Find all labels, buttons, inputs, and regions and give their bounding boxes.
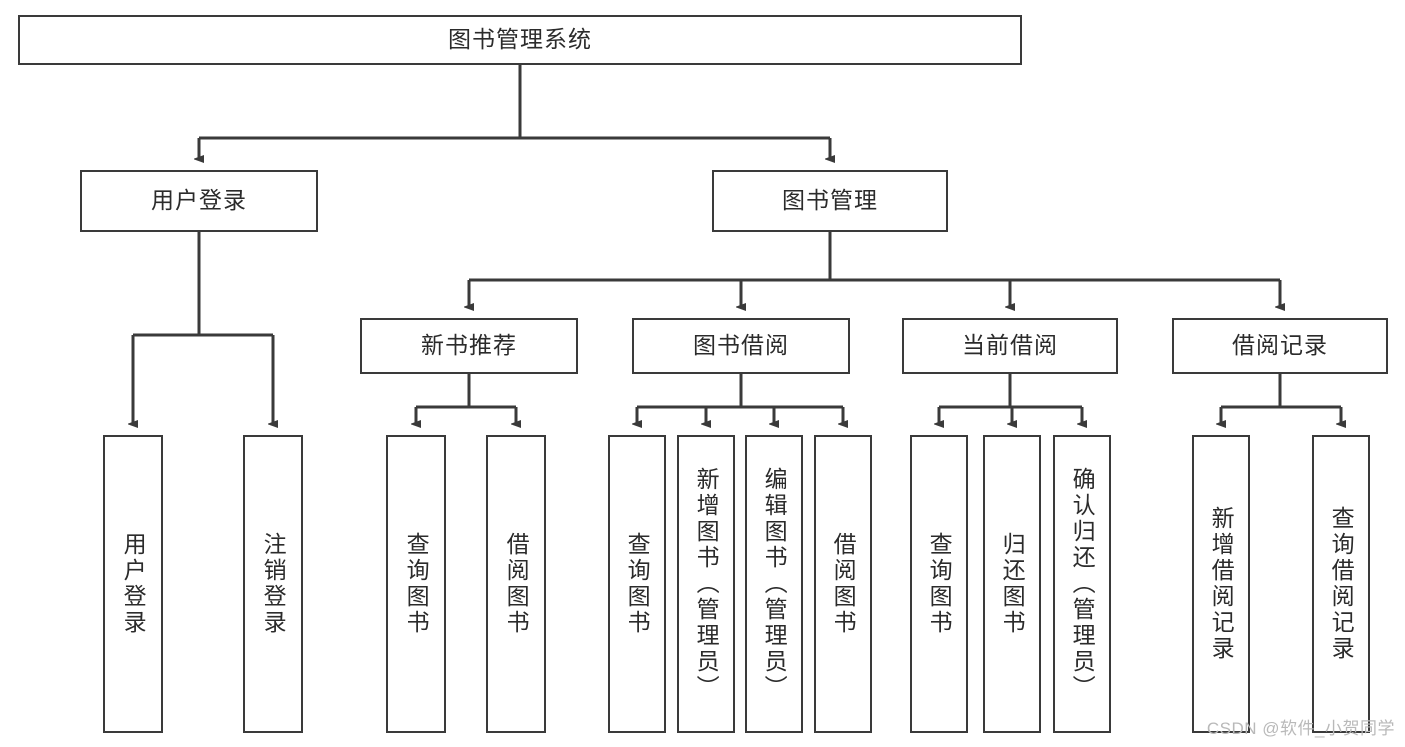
node-label-user-login: 用户登录 xyxy=(151,187,247,214)
node-leaf-query-book-recommend[interactable]: 查询图书 xyxy=(386,435,446,733)
node-label-leaf-borrow-book-recommend: 借阅图书 xyxy=(503,532,530,636)
node-label-leaf-borrow-book: 借阅图书 xyxy=(830,532,857,636)
node-root[interactable]: 图书管理系统 xyxy=(18,15,1022,65)
node-label-leaf-query-book-recommend: 查询图书 xyxy=(403,532,430,636)
node-leaf-confirm-return[interactable]: 确认归还（管理员） xyxy=(1053,435,1111,733)
node-label-leaf-user-login: 用户登录 xyxy=(120,532,147,636)
node-leaf-add-borrow-record[interactable]: 新增借阅记录 xyxy=(1192,435,1250,733)
node-leaf-borrow-book-recommend[interactable]: 借阅图书 xyxy=(486,435,546,733)
node-new-book-recommend[interactable]: 新书推荐 xyxy=(360,318,578,374)
node-label-book-borrow: 图书借阅 xyxy=(693,332,789,359)
node-book-manage[interactable]: 图书管理 xyxy=(712,170,948,232)
node-label-current-borrow: 当前借阅 xyxy=(962,332,1058,359)
node-label-borrow-record: 借阅记录 xyxy=(1232,332,1328,359)
node-leaf-query-borrow-record[interactable]: 查询借阅记录 xyxy=(1312,435,1370,733)
node-leaf-return-book[interactable]: 归还图书 xyxy=(983,435,1041,733)
node-leaf-query-book-current[interactable]: 查询图书 xyxy=(910,435,968,733)
watermark-label: CSDN @软件_小贺同学 xyxy=(1206,719,1395,738)
node-leaf-add-book[interactable]: 新增图书（管理员） xyxy=(677,435,735,733)
node-leaf-edit-book[interactable]: 编辑图书（管理员） xyxy=(745,435,803,733)
node-leaf-logout[interactable]: 注销登录 xyxy=(243,435,303,733)
node-leaf-borrow-book[interactable]: 借阅图书 xyxy=(814,435,872,733)
node-label-root: 图书管理系统 xyxy=(448,26,592,53)
node-label-book-manage: 图书管理 xyxy=(782,187,878,214)
node-label-new-book-recommend: 新书推荐 xyxy=(421,332,517,359)
node-user-login[interactable]: 用户登录 xyxy=(80,170,318,232)
node-current-borrow[interactable]: 当前借阅 xyxy=(902,318,1118,374)
node-book-borrow[interactable]: 图书借阅 xyxy=(632,318,850,374)
node-leaf-query-book-borrow[interactable]: 查询图书 xyxy=(608,435,666,733)
node-label-leaf-confirm-return: 确认归还（管理员） xyxy=(1069,467,1096,701)
node-label-leaf-add-borrow-record: 新增借阅记录 xyxy=(1208,506,1235,662)
node-label-leaf-logout: 注销登录 xyxy=(260,532,287,636)
node-label-leaf-add-book: 新增图书（管理员） xyxy=(693,467,720,701)
node-label-leaf-edit-book: 编辑图书（管理员） xyxy=(761,467,788,701)
node-label-leaf-query-book-current: 查询图书 xyxy=(926,532,953,636)
node-leaf-user-login[interactable]: 用户登录 xyxy=(103,435,163,733)
node-label-leaf-query-borrow-record: 查询借阅记录 xyxy=(1328,506,1355,662)
node-label-leaf-query-book-borrow: 查询图书 xyxy=(624,532,651,636)
node-borrow-record[interactable]: 借阅记录 xyxy=(1172,318,1388,374)
node-label-leaf-return-book: 归还图书 xyxy=(999,532,1026,636)
